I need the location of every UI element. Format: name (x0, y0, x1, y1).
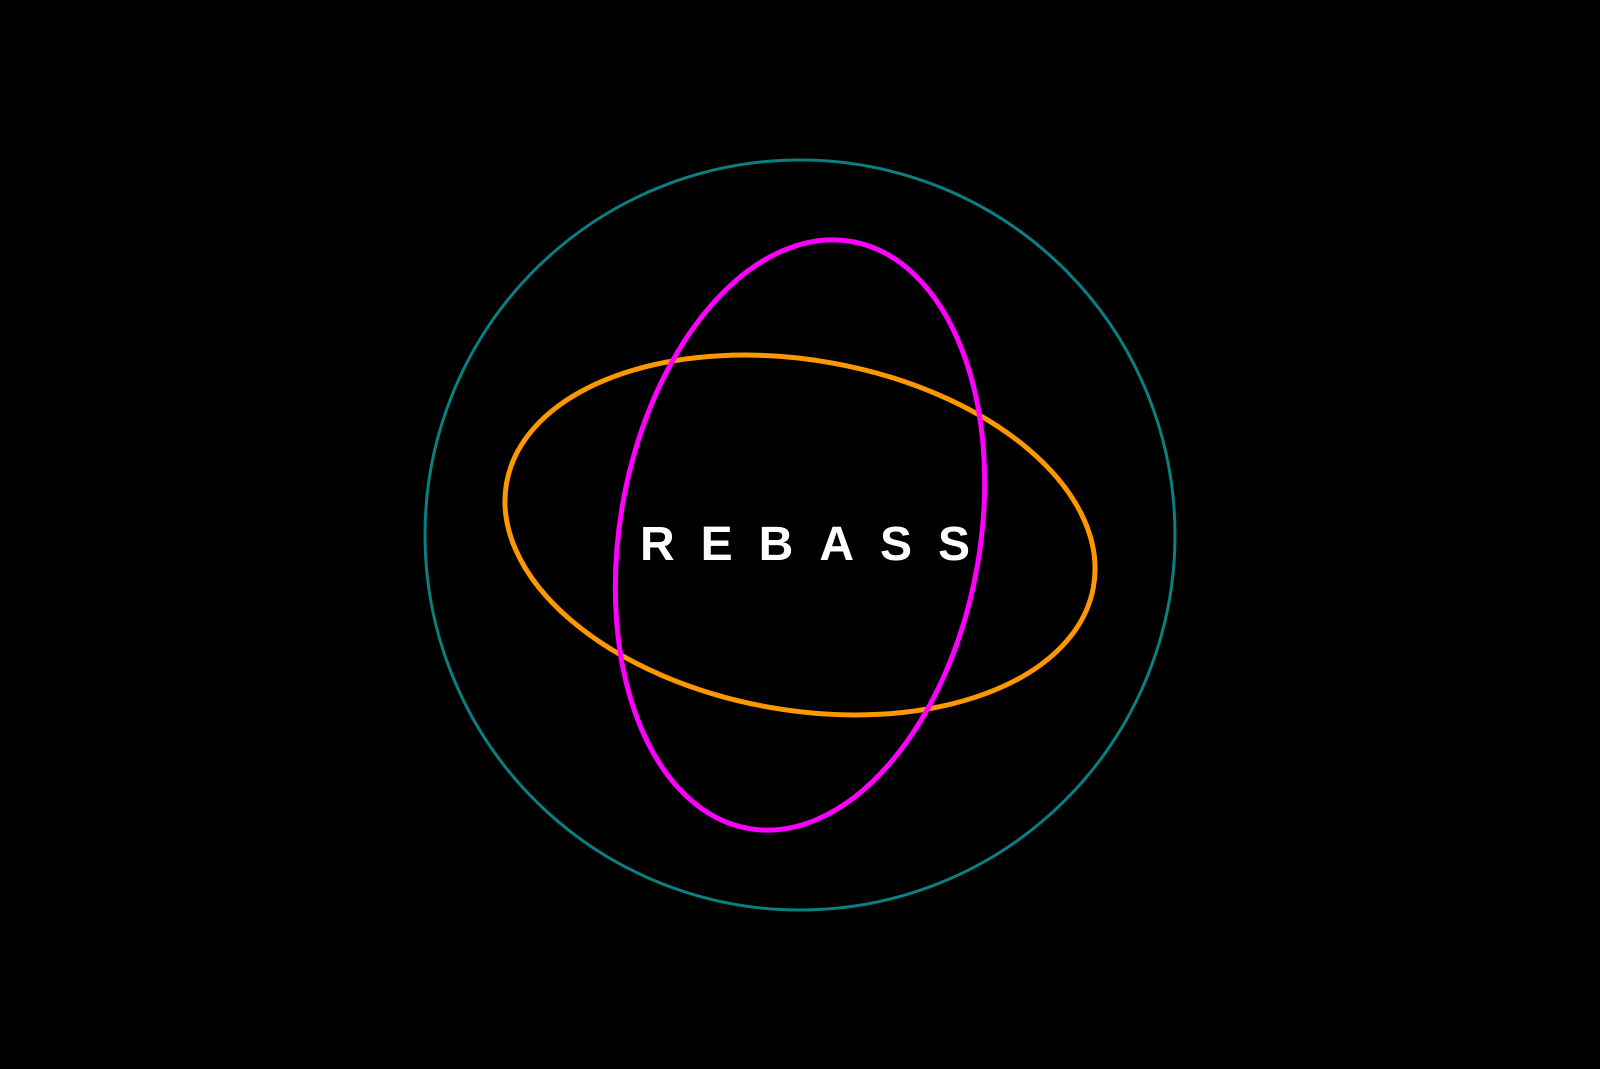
orange-orbit-ellipse (502, 352, 1098, 718)
logo-wordmark: REBASS (640, 518, 996, 571)
magenta-orbit-ellipse (612, 237, 988, 833)
outer-ring (423, 158, 1177, 912)
